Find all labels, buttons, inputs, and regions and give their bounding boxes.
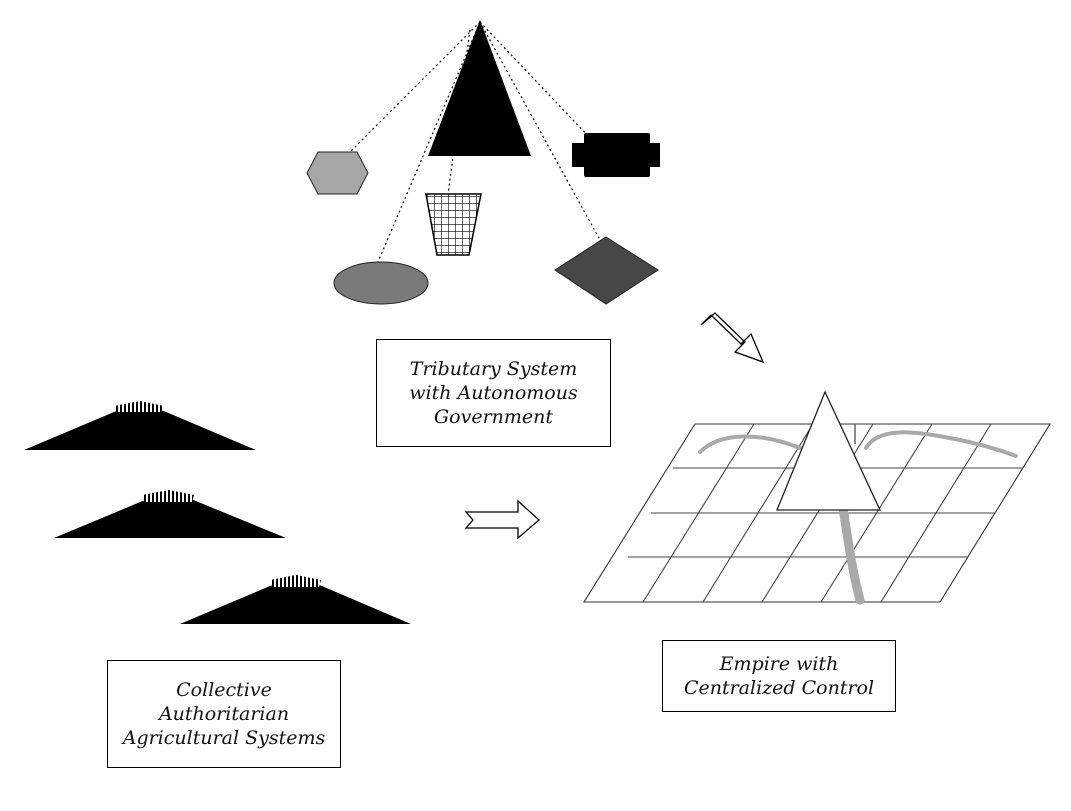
collective-label-line-3: Agricultural Systems [122,727,326,749]
tributary-label-box: Tributary System with Autonomous Governm… [376,339,611,447]
empire-center-triangle [776,390,882,511]
empire-label-line-1: Empire with [719,653,839,675]
collective-label-line-2: Authoritarian [158,703,290,725]
tributary-center-triangle [428,20,531,156]
tributary-rounded-rectangle [572,133,660,177]
empire-label-box: Empire with Centralized Control [662,640,896,712]
tribute-line-ellipse [377,21,481,263]
arrow-right [464,499,540,540]
empire-label-line-2: Centralized Control [683,677,875,699]
empire-roads [698,430,1018,605]
collective-unit-3 [180,575,411,624]
tribute-lines [349,21,601,263]
arrow-diagonal [700,312,765,364]
collective-unit-1 [24,401,256,450]
collective-label-line-1: Collective [176,679,272,701]
tributary-label-line-1: Tributary System [409,358,578,380]
tributary-label-line-3: Government [433,406,554,428]
tribute-line-diamond [479,21,601,241]
tribute-line-rectangle [479,21,591,139]
tributary-label-line-2: with Autonomous [409,382,578,404]
tributary-grid-trapezoid [425,193,482,256]
collective-label-box: Collective Authoritarian Agricultural Sy… [107,660,341,768]
tributary-ellipse [333,261,429,305]
tributary-diamond [554,236,659,305]
tribute-line-hexagon [349,21,481,153]
tributary-hexagon [306,151,369,195]
collective-unit-2 [54,490,286,538]
